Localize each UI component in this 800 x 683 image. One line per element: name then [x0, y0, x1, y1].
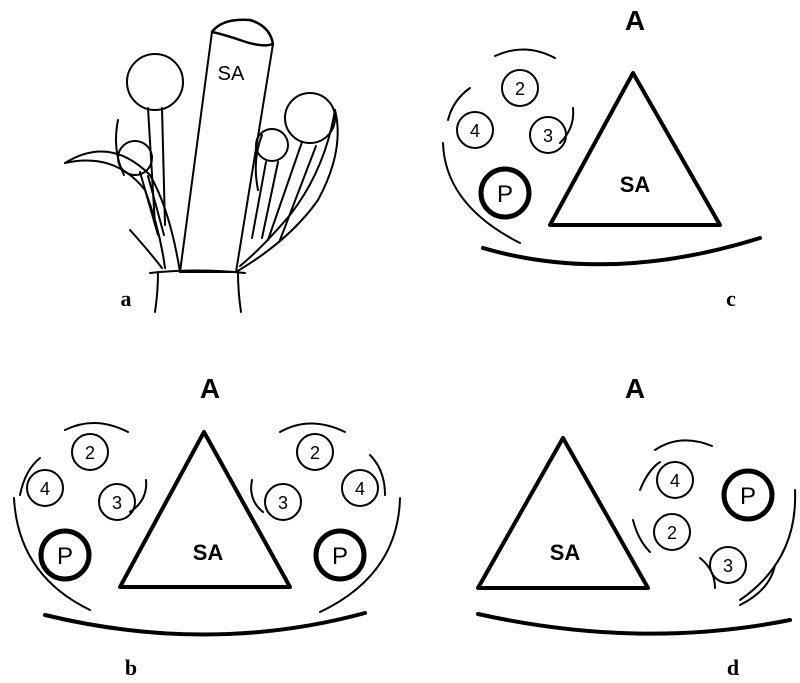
organ-label: P	[740, 483, 756, 510]
panel-a: SA a	[65, 20, 338, 312]
organ-2-b-right: 2	[297, 434, 333, 470]
organ-4-d: 4	[657, 462, 693, 498]
organ-p-b-left: P	[41, 531, 89, 579]
organ-3-d: 3	[710, 547, 746, 583]
organ-p-b-right: P	[316, 531, 364, 579]
arcs-c	[443, 49, 760, 264]
anther	[256, 129, 288, 161]
organ-label: 3	[278, 493, 288, 513]
anther	[285, 93, 335, 143]
organ-p-d: P	[724, 471, 772, 519]
organ-3-b-left: 3	[99, 484, 135, 520]
organ-p-c: P	[481, 169, 529, 217]
organ-3-b-right: 3	[265, 484, 301, 520]
organ-label: 3	[112, 493, 122, 513]
organ-4-b-right: 4	[342, 470, 378, 506]
organ-label: 4	[470, 121, 480, 141]
panel-label-a: a	[121, 286, 132, 311]
organ-label: 4	[355, 479, 365, 499]
organ-3-c: 3	[530, 117, 566, 153]
anther	[118, 141, 152, 175]
top-label-c: A	[625, 5, 645, 36]
receptacle	[150, 271, 245, 313]
panel-label-c: c	[726, 286, 736, 311]
organ-label: 4	[40, 479, 50, 499]
organ-4-c: 4	[457, 112, 493, 148]
center-label-d: SA	[550, 540, 581, 565]
organ-label: 4	[670, 471, 680, 491]
organ-2-b-left: 2	[72, 434, 108, 470]
center-label-c: SA	[620, 172, 651, 197]
organ-4-b-left: 4	[27, 470, 63, 506]
panel-b: A SA 2 4 3 P	[14, 373, 400, 680]
organ-label: 2	[515, 79, 525, 99]
top-label-b: A	[200, 373, 220, 404]
organ-label: P	[332, 543, 348, 570]
organ-label: 3	[723, 556, 733, 576]
panel-label-d: d	[727, 655, 739, 680]
triangle-sa-d	[478, 438, 648, 588]
column-label: SA	[218, 63, 245, 85]
panel-c: A SA 2 4 3 P c	[443, 5, 760, 311]
triangle-sa-c	[550, 73, 720, 225]
organ-label: 3	[543, 126, 553, 146]
right-bracts	[236, 110, 338, 272]
organ-2-d: 2	[654, 514, 690, 550]
organ-label: 2	[310, 443, 320, 463]
panel-d: A SA 4 P 2 3 d	[478, 373, 795, 680]
center-label-b: SA	[193, 540, 224, 565]
anther	[127, 54, 183, 110]
top-label-d: A	[625, 373, 645, 404]
organ-label: P	[57, 543, 73, 570]
organ-label: 2	[85, 443, 95, 463]
panel-label-b: b	[125, 655, 137, 680]
organ-2-c: 2	[502, 70, 538, 106]
organ-label: 2	[667, 523, 677, 543]
organ-label: P	[497, 181, 513, 208]
